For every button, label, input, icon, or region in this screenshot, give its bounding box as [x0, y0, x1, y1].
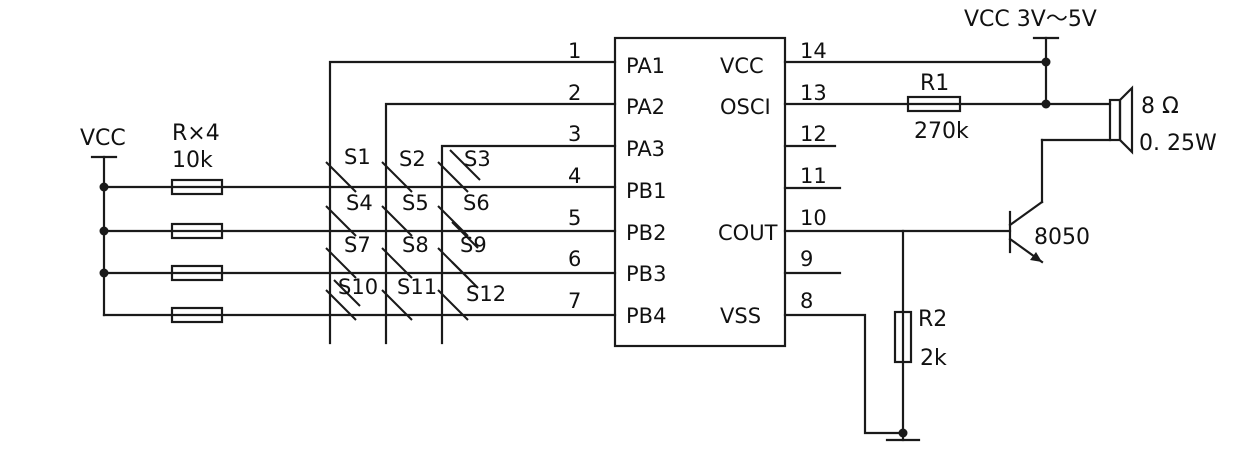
pin-number-2: 2 — [568, 81, 581, 105]
pin-name-vcc: VCC — [720, 54, 764, 78]
ic-right-pin-numbers: 14 13 12 11 10 9 8 — [800, 39, 827, 313]
wire-pa2-column — [384, 102, 617, 345]
pin-name-pa2: PA2 — [626, 95, 665, 119]
pin-number-10: 10 — [800, 206, 827, 230]
junction-dot — [898, 428, 908, 438]
pin-number-12: 12 — [800, 122, 827, 146]
pin-name-vss: VSS — [720, 304, 761, 328]
switch-symbols — [325, 149, 481, 321]
pin-name-osci: OSCI — [720, 95, 771, 119]
vcc-supply-net: VCC 3V～5V — [783, 7, 1097, 109]
speaker-magnet — [1108, 98, 1122, 142]
speaker-cone — [1118, 85, 1134, 155]
switch-label-s1: S1 — [344, 145, 371, 169]
switch-label-s4: S4 — [346, 191, 373, 215]
pin-number-11: 11 — [800, 164, 827, 188]
switch-label-s11: S11 — [397, 275, 437, 299]
ic-left-pin-numbers: 1 2 3 4 5 6 7 — [568, 39, 581, 313]
pin-number-6: 6 — [568, 247, 581, 271]
pin-number-3: 3 — [568, 122, 581, 146]
resistor-r2-value: 2k — [920, 346, 947, 371]
pin-number-9: 9 — [800, 247, 813, 271]
speaker-power: 0. 25W — [1139, 131, 1217, 156]
pin-number-13: 13 — [800, 81, 827, 105]
resistor-body — [170, 264, 224, 282]
switch-label-s9: S9 — [460, 233, 487, 257]
pin-name-pa3: PA3 — [626, 137, 665, 161]
pin-name-pb1: PB1 — [626, 179, 666, 203]
pin-name-pb4: PB4 — [626, 304, 666, 328]
switch-label-s7: S7 — [344, 233, 371, 257]
resistor-r2-body — [893, 310, 913, 364]
osci-net: R1 270k — [783, 71, 1112, 144]
ground-net — [783, 313, 921, 442]
ic-chip-body — [613, 36, 787, 348]
resistor-body — [170, 222, 224, 240]
switch-label-s10: S10 — [338, 275, 378, 299]
resistor-r1-value: 270k — [914, 119, 969, 144]
wire-pa1-column — [328, 60, 617, 345]
pin-name-cout: COUT — [718, 221, 778, 245]
wire-pa3-column — [440, 144, 617, 345]
speaker: 8 Ω 0. 25W — [1108, 85, 1217, 156]
pin-name-pb3: PB3 — [626, 262, 666, 286]
switch-label-s6: S6 — [463, 191, 490, 215]
switch-label-s8: S8 — [402, 233, 429, 257]
switch-label-s3: S3 — [464, 147, 491, 171]
emitter-arrow — [1030, 252, 1042, 262]
pin-number-1: 1 — [568, 39, 581, 63]
resistor-array: R×4 10k — [170, 121, 224, 324]
switch-label-s12: S12 — [466, 282, 506, 306]
ic-left-pin-names: PA1 PA2 PA3 PB1 PB2 PB3 PB4 — [626, 54, 666, 328]
matrix-wiring — [102, 60, 617, 345]
left-vcc-label: VCC — [80, 126, 126, 151]
ic-right-pin-names: VCC OSCI COUT VSS — [718, 54, 778, 328]
right-pin-stubs — [783, 144, 842, 275]
pin-number-8: 8 — [800, 289, 813, 313]
transistor-label: 8050 — [1034, 225, 1090, 250]
left-vcc-bus: VCC — [80, 126, 126, 317]
resistor-r1-name: R1 — [920, 71, 949, 96]
pin-number-14: 14 — [800, 39, 827, 63]
junction-dot — [99, 268, 109, 278]
junction-dot — [1041, 57, 1051, 67]
resistor-r1-body — [906, 95, 962, 113]
switch-labels: S1 S2 S3 S4 S5 S6 S7 S8 S9 S10 S11 S12 — [338, 145, 506, 306]
pin-number-4: 4 — [568, 164, 581, 188]
resistor-body — [170, 306, 224, 324]
pin-number-7: 7 — [568, 289, 581, 313]
resistor-array-value: 10k — [172, 148, 213, 173]
speaker-impedance: 8 Ω — [1141, 94, 1179, 119]
resistor-body — [170, 178, 224, 196]
pin-name-pa1: PA1 — [626, 54, 665, 78]
resistor-array-label: R×4 — [172, 121, 220, 146]
transistor-8050: 8050 — [1008, 138, 1112, 264]
vcc-supply-label: VCC 3V～5V — [964, 7, 1097, 32]
junction-dot — [99, 226, 109, 236]
junction-dot — [99, 182, 109, 192]
pin-name-pb2: PB2 — [626, 221, 666, 245]
resistor-r2-name: R2 — [918, 307, 947, 332]
pin-number-5: 5 — [568, 206, 581, 230]
switch-label-s5: S5 — [402, 191, 429, 215]
switch-label-s2: S2 — [399, 147, 426, 171]
cout-net: R2 2k — [783, 229, 1012, 435]
